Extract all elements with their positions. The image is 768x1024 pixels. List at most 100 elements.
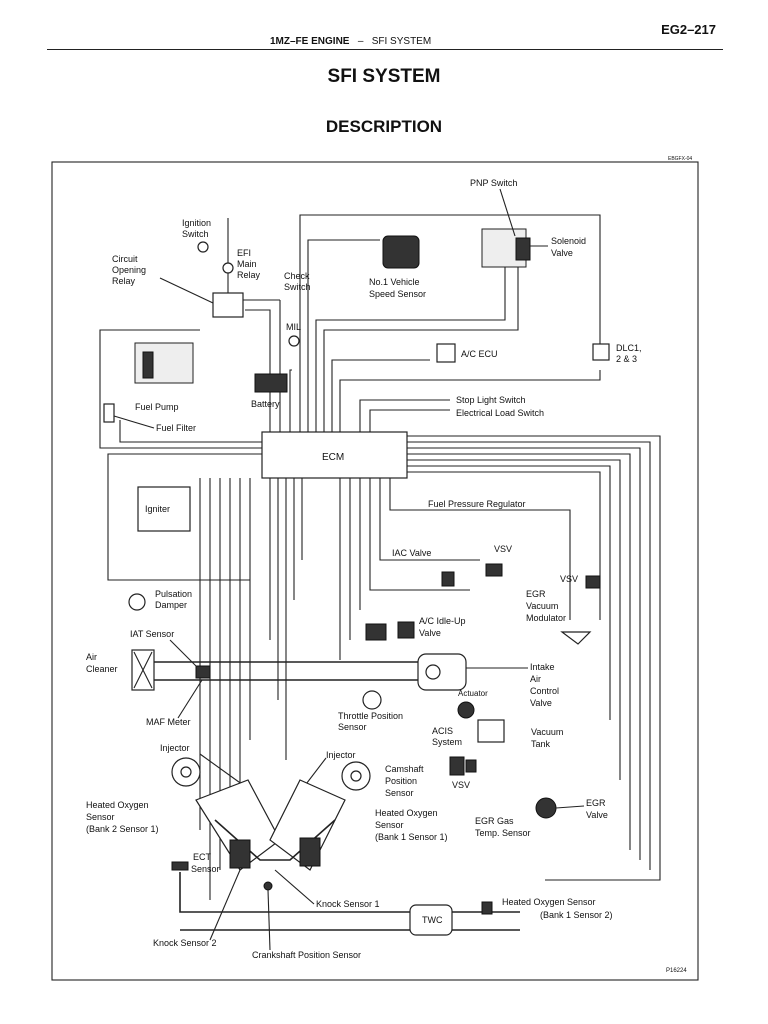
fuel-pump-label: Fuel Pump — [135, 402, 179, 412]
ignition-switch-label-2: Switch — [182, 229, 209, 239]
header-section: SFI SYSTEM — [371, 36, 432, 47]
iacv-label-1: Intake — [530, 662, 555, 672]
solenoid-valve-label-1: Solenoid — [551, 236, 586, 246]
vsv-top-label: VSV — [494, 544, 512, 554]
circuit-opening-relay-label-3: Relay — [112, 276, 136, 286]
egr-vacuum-modulator-label-2: Vacuum — [526, 601, 558, 611]
page-title: SFI SYSTEM — [327, 66, 441, 87]
tps-label-2: Sensor — [338, 722, 367, 732]
ac-idle-up-valve-body — [397, 621, 415, 639]
dlc-label-1: DLC1, — [616, 343, 642, 353]
mil-label: MIL — [286, 322, 301, 332]
acis-label-1: ACIS — [432, 726, 453, 736]
crankshaft-position-sensor-label: Crankshaft Position Sensor — [252, 950, 361, 960]
electrical-load-switch-label: Electrical Load Switch — [456, 408, 544, 418]
ho2-bank1-s2-body — [481, 901, 493, 915]
egr-valve-label-1: EGR — [586, 798, 606, 808]
ecm-box — [261, 431, 408, 479]
vsv-bottom-label: VSV — [452, 780, 470, 790]
cmp-label-2: Position — [385, 776, 417, 786]
ignition-switch-symbol — [197, 241, 209, 253]
iac-valve-body — [365, 623, 387, 641]
intake-chamber — [417, 653, 467, 691]
crankshaft-position-sensor-symbol — [263, 881, 273, 891]
pnp-switch-connector — [515, 237, 531, 261]
check-switch-label-2: Switch — [284, 282, 311, 292]
ho2-bank1-s1-label-1: Heated Oxygen — [375, 808, 438, 818]
ecm-label: ECM — [322, 452, 344, 463]
engine-block — [171, 757, 371, 871]
egr-gas-temp-label-2: Temp. Sensor — [475, 828, 531, 838]
diagram-frame — [51, 161, 699, 981]
efi-relay-label-1: EFI — [237, 248, 251, 258]
iacv-label-3: Control — [530, 686, 559, 696]
vsv-right-symbol — [585, 575, 601, 589]
ho2-bank1-s1-label-3: (Bank 1 Sensor 1) — [375, 832, 448, 842]
fpr-vsv-symbol — [441, 571, 455, 587]
vsv-top-symbol — [485, 563, 503, 577]
header-engine: 1MZ–FE ENGINE — [270, 36, 350, 47]
header-rule — [47, 49, 723, 50]
wiring-harness — [99, 214, 661, 900]
figure-code-top: EBGFX-04 — [668, 156, 692, 162]
egr-valve-symbol — [535, 797, 557, 819]
ac-idle-up-label-2: Valve — [419, 628, 441, 638]
twc-label: TWC — [422, 915, 443, 925]
pulsation-damper-symbol — [128, 593, 146, 611]
ho2-bank2-label-3: (Bank 2 Sensor 1) — [86, 824, 159, 834]
iac-valve-label: IAC Valve — [392, 548, 431, 558]
egr-vacuum-modulator-symbol — [560, 631, 592, 645]
actuator-label: Actuator — [458, 689, 488, 698]
speed-sensor-body — [382, 235, 420, 269]
ac-ecu-box — [436, 343, 456, 363]
stop-light-switch-label: Stop Light Switch — [456, 395, 526, 405]
knock-sensor-1-label: Knock Sensor 1 — [316, 899, 380, 909]
solenoid-valve-label-2: Valve — [551, 248, 573, 258]
efi-relay-label-3: Relay — [237, 270, 261, 280]
circuit-opening-relay-box — [212, 292, 244, 318]
ho2-bank1-s2-label-2: (Bank 1 Sensor 2) — [540, 910, 613, 920]
speed-sensor-label-1: No.1 Vehicle — [369, 277, 420, 287]
fuel-filter-label: Fuel Filter — [156, 423, 196, 433]
twc-box — [409, 904, 453, 936]
ect-sensor-body — [171, 861, 189, 871]
throttle-position-sensor-symbol — [362, 690, 382, 710]
battery-body — [254, 373, 288, 393]
acis-label-2: System — [432, 737, 462, 747]
fuel-filter-body — [103, 403, 115, 423]
pulsation-damper-label-2: Damper — [155, 600, 187, 610]
egr-valve-label-2: Valve — [586, 810, 608, 820]
battery-label: Battery — [251, 399, 280, 409]
igniter-label: Igniter — [145, 504, 170, 514]
ho2-bank1-s2-label-1: Heated Oxygen Sensor — [502, 897, 596, 907]
figure-code-bottom: P16224 — [666, 968, 687, 974]
speed-sensor-label-2: Speed Sensor — [369, 289, 426, 299]
dlc-connector — [592, 343, 610, 361]
iacv-label-2: Air — [530, 674, 541, 684]
section-heading: DESCRIPTION — [325, 117, 443, 136]
dlc-label-2: 2 & 3 — [616, 354, 637, 364]
circuit-opening-relay-label-2: Opening — [112, 265, 146, 275]
ect-label-1: ECT — [193, 852, 212, 862]
page-number: EG2–217 — [661, 22, 716, 37]
exhaust-pipe — [179, 872, 520, 931]
cmp-label-1: Camshaft — [385, 764, 424, 774]
pnp-switch-label: PNP Switch — [470, 178, 517, 188]
iacv-label-4: Valve — [530, 698, 552, 708]
header-separator: – — [357, 36, 364, 47]
ac-idle-up-label-1: A/C Idle-Up — [419, 616, 466, 626]
ho2-bank1-s1-label-2: Sensor — [375, 820, 404, 830]
pulsation-damper-label-1: Pulsation — [155, 589, 192, 599]
maf-meter-body — [195, 665, 211, 679]
running-header: 1MZ–FE ENGINE – SFI SYSTEM — [270, 36, 431, 47]
knock-sensor-2-label: Knock Sensor 2 — [153, 938, 217, 948]
injector-left-label: Injector — [160, 743, 190, 753]
vacuum-tank-label-2: Tank — [531, 739, 551, 749]
vsv-right-label: VSV — [560, 574, 578, 584]
acis-vsv-body — [449, 756, 465, 776]
intake-pipe — [154, 661, 420, 681]
egr-vacuum-modulator-label-3: Modulator — [526, 613, 566, 623]
ignition-switch-label-1: Ignition — [182, 218, 211, 228]
egr-vacuum-modulator-label-1: EGR — [526, 589, 546, 599]
igniter-box — [137, 486, 191, 532]
